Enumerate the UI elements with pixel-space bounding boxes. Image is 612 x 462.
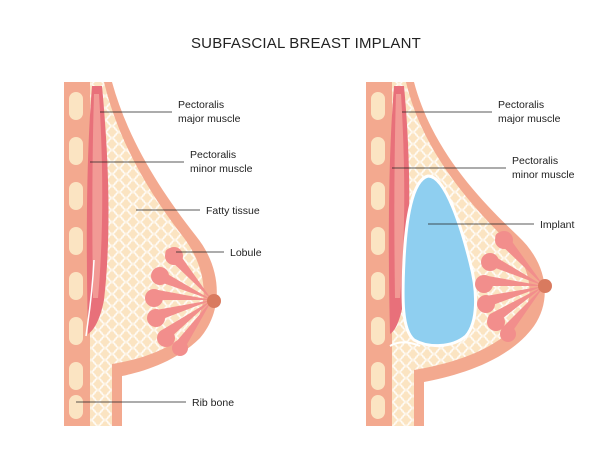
left-label-fatty-tissue: Fatty tissue [206, 205, 260, 217]
right-label-pectoralis-minor-1: Pectoralis [512, 155, 558, 167]
right-label-pectoralis-major-1: Pectoralis [498, 99, 544, 111]
left-pectoralis-minor [92, 94, 103, 298]
left-label-lobule: Lobule [230, 247, 262, 259]
left-rib-bones [69, 92, 83, 419]
right-nipple [538, 279, 552, 293]
right-pectoralis-minor [394, 94, 405, 298]
right-label-implant: Implant [540, 219, 575, 231]
right-breast-diagram: Pectoralis major muscle Pectoralis minor… [366, 82, 575, 426]
right-label-pectoralis-minor-2: minor muscle [512, 169, 575, 181]
left-label-pectoralis-minor-2: minor muscle [190, 163, 253, 175]
left-breast-diagram: Pectoralis major muscle Pectoralis minor… [64, 82, 262, 426]
right-rib-bones [371, 92, 385, 419]
left-nipple [207, 294, 221, 308]
left-label-pectoralis-major-2: major muscle [178, 113, 241, 125]
diagram-title: SUBFASCIAL BREAST IMPLANT [191, 35, 421, 52]
left-label-pectoralis-major-1: Pectoralis [178, 99, 224, 111]
right-label-pectoralis-major-2: major muscle [498, 113, 561, 125]
right-implant [401, 174, 478, 347]
left-label-rib-bone: Rib bone [192, 397, 234, 409]
right-lobules [475, 231, 544, 342]
left-lobules [145, 247, 212, 356]
left-label-pectoralis-minor-1: Pectoralis [190, 149, 236, 161]
left-fatty-tissue [90, 82, 204, 426]
